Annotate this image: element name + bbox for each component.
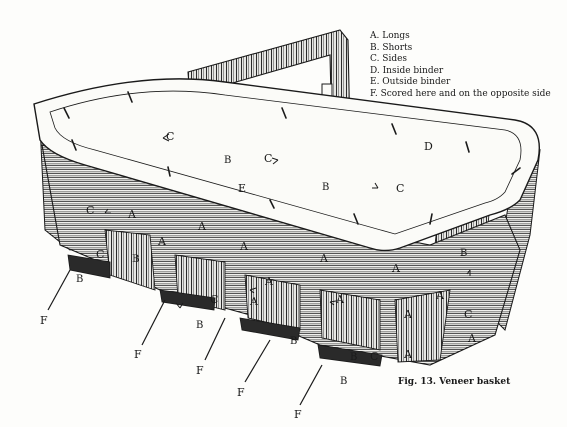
label-A: A [467, 332, 477, 345]
label-A: A [391, 262, 401, 275]
legend-item-E: E. Outside binder [370, 77, 451, 88]
label-B: B [460, 248, 467, 259]
label-A: A [239, 240, 249, 253]
label-E: E [238, 182, 246, 195]
label-B: B [290, 336, 297, 347]
grain-arrows [104, 133, 471, 309]
label-C: C [264, 152, 272, 165]
label-A: A [197, 220, 207, 233]
label-B: B [340, 376, 347, 387]
legend: A. Longs B. Shorts C. Sides D. Inside bi… [370, 31, 551, 101]
label-B: B [322, 182, 329, 193]
label-B: B [132, 254, 139, 265]
label-C: C [96, 248, 104, 261]
legend-item-A: A. Longs [370, 31, 410, 41]
label-B: B [224, 155, 231, 166]
legend-item-F: F. Scored here and on the opposite side [370, 88, 551, 99]
label-C: C [396, 182, 404, 195]
label-D: D [424, 140, 433, 153]
figure-caption: Fig. 13. Veneer basket [398, 377, 511, 387]
label-A: A [435, 289, 445, 302]
label-C: C [210, 293, 218, 306]
label-F: F [237, 386, 245, 399]
label-B: B [76, 274, 83, 285]
rim-binder-band [33, 78, 540, 252]
label-A: A [264, 275, 274, 288]
basket-front-wall [41, 144, 521, 366]
basket-feet [67, 254, 383, 367]
label-A: A [403, 308, 413, 321]
label-B: B [350, 352, 357, 363]
legend-item-C: C. Sides [370, 54, 408, 65]
legend-item-B: B. Shorts [370, 42, 413, 53]
label-C: C [464, 308, 472, 321]
label-B: B [196, 320, 203, 331]
label-A: A [249, 295, 259, 308]
label-C: C [86, 204, 94, 217]
label-A: A [403, 348, 413, 361]
label-F: F [134, 348, 142, 361]
label-F: F [40, 314, 48, 327]
label-C: C [166, 130, 174, 143]
label-A: A [157, 235, 167, 248]
label-F: F [196, 364, 204, 377]
label-A: A [319, 252, 329, 265]
label-A: A [335, 293, 345, 306]
part-labels: C C C C C C C C D E B B B B B B B B B A … [40, 130, 477, 421]
score-pointer-lines [47, 269, 323, 406]
label-F: F [294, 408, 302, 421]
label-A: A [127, 208, 137, 221]
label-C: C [370, 350, 378, 363]
legend-item-D: D. Inside binder [370, 65, 444, 76]
